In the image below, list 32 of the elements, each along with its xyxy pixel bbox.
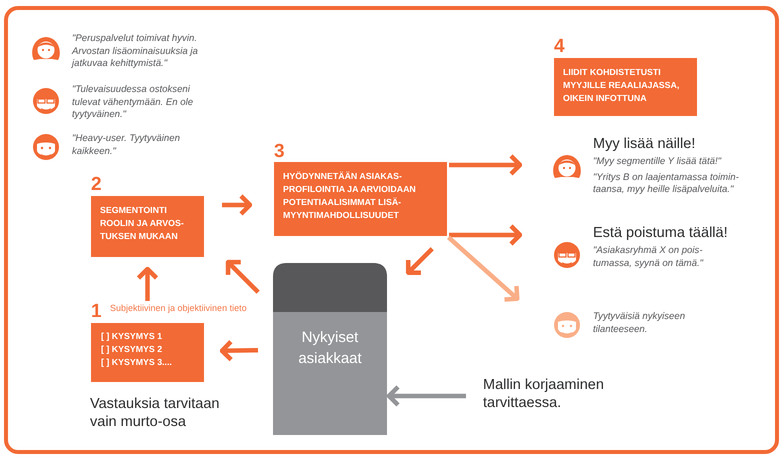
arrow [226, 260, 260, 294]
persona-quote: Tyytyväisiä nykyiseen tilanteeseen. [593, 311, 686, 336]
arrow [386, 384, 466, 408]
arrow [136, 266, 159, 301]
caption-text: Vastauksia tarvitaan vain murto-osa [90, 395, 220, 431]
checklist-item: [ ] KYSYMYS 1 [101, 330, 164, 343]
step-number: 3 [274, 142, 285, 162]
checklist-item: [ ] KYSYMYS 3.... [101, 356, 173, 369]
step-number: 4 [554, 37, 565, 57]
arrow [449, 224, 522, 246]
customer-quote: "Tulevaisuudessa ostokseni tulevat vähentymään. En ole tyytyväinen." [72, 84, 194, 122]
persona-quote: "Yritys B on laajentamassa toimin-taansa, myy heille lisäpalveluita." [593, 172, 740, 196]
step-number: 2 [91, 175, 102, 195]
arrow [449, 154, 522, 176]
arrow [220, 339, 258, 362]
persona-quote: "Myy segmentille Y lisää tätä!" [593, 156, 722, 168]
arrow [222, 194, 252, 216]
arrow-note: Subjektiivinen ja objektiivinen tieto [110, 303, 248, 313]
process-box: HYÖDYNNETÄÄN ASIAKAS-PROFILOINTIA JA ARVIOIDAAN POTENTIAALISIMMAT LISÄ-MYYNTIMAHDOLLISUUDET [274, 162, 447, 236]
customer-quote: "Heavy-user. Tyytyväinen kaikkeen." [72, 133, 181, 158]
persona-quote: "Asiakasryhmä X on pois-tumassa, syynä on tämä." [593, 245, 704, 270]
step-number: 1 [91, 302, 102, 322]
persona-heading: Myy lisää näille! [593, 136, 696, 153]
process-box: SEGMENTOINTI ROOLIN JA ARVOS-TUKSEN MUKAAN [91, 196, 204, 257]
persona-heading: Estä poistuma täällä! [593, 225, 729, 242]
arrow [406, 247, 434, 275]
customer-quote: "Peruspalvelut toimivat hyvin. Arvostan lisäominaisuuksia ja jatkuvaa kehittymistä." [72, 33, 199, 70]
block-label: Nykyiset asiakkaat [297, 328, 363, 369]
note-text: Mallin korjaaminen tarvittaessa. [483, 376, 605, 412]
checklist-item: [ ] KYSYMYS 2 [101, 343, 164, 356]
process-box: LIIDIT KOHDISTETUSTI MYYJILLE REAALIAJASSA, OIKEIN INFOTTUNA [554, 58, 697, 116]
arrow [447, 236, 520, 302]
